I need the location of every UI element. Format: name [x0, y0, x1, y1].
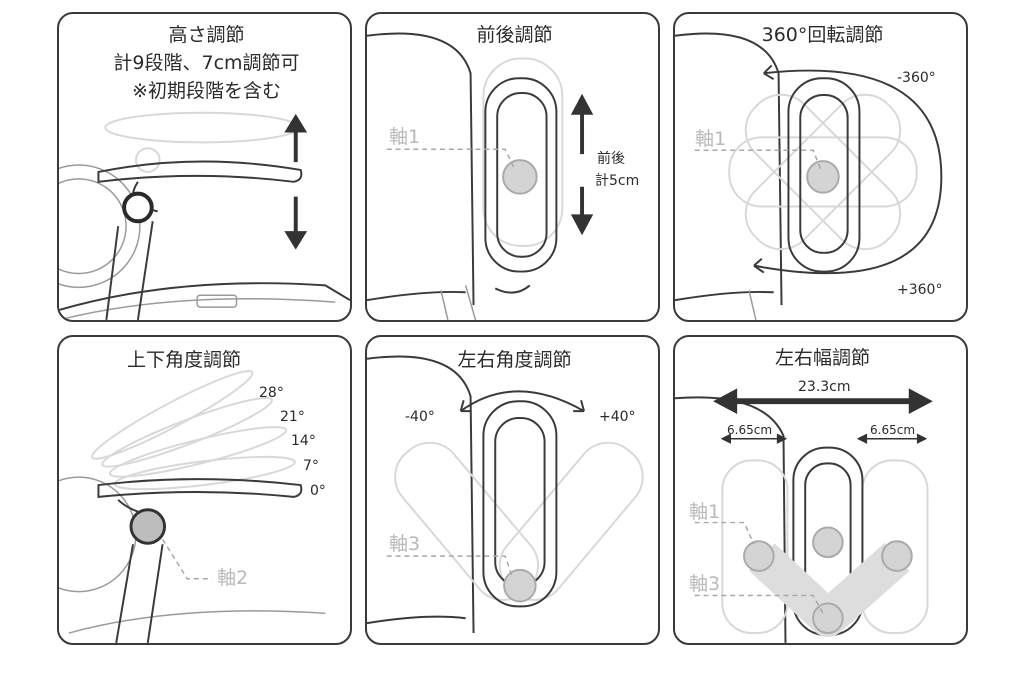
panel-title: 360°回転調節 — [761, 24, 884, 46]
tilt-angle-7: 7° — [303, 458, 319, 474]
tilt-angle-21: 21° — [280, 409, 305, 425]
panel-front-back-adjust: 前後調節 軸1 前後 計5cm — [365, 12, 660, 322]
panel-title: 左右幅調節 — [774, 347, 870, 369]
tilt-angle-0: 0° — [310, 483, 326, 499]
panel-title: 前後調節 — [476, 24, 553, 46]
rotation-diagram — [675, 32, 943, 320]
rotation-minus-label: -360° — [897, 70, 936, 86]
tilt-diagram — [59, 370, 326, 643]
height-spec-text: 計9段階、7cm調節可 — [113, 52, 300, 74]
left-right-angle-diagram — [367, 355, 644, 634]
total-width-label: 23.3cm — [798, 379, 851, 395]
panel-tilt-adjust: 上下角度調節 28° 21° 14° 7° 0° 軸2 — [57, 335, 352, 645]
width-diagram — [675, 388, 933, 643]
axis-label-3: 軸3 — [689, 573, 721, 595]
panel-width-adjust: 左右幅調節 23.3cm 6.65cm 6.65cm 軸1 軸3 — [673, 335, 968, 645]
height-note-text: ※初期段階を含む — [132, 80, 281, 102]
panel-title: 高さ調節 — [168, 24, 245, 46]
axis-label: 軸2 — [217, 567, 249, 589]
range-value: 計5cm — [595, 173, 640, 189]
axis-label: 軸1 — [389, 126, 421, 148]
range-label: 前後 — [597, 151, 625, 167]
tilt-angle-28: 28° — [259, 385, 284, 401]
axis-label: 軸3 — [389, 533, 421, 555]
front-back-diagram — [367, 32, 594, 320]
axis-label-1: 軸1 — [689, 501, 721, 523]
axis-label: 軸1 — [695, 128, 727, 150]
tilt-angle-14: 14° — [291, 433, 316, 449]
panel-title: 上下角度調節 — [127, 349, 242, 371]
panel-left-right-angle-adjust: 左右角度調節 -40° +40° 軸3 — [365, 335, 660, 645]
angle-minus-label: -40° — [405, 409, 435, 425]
panel-rotation-adjust: 360°回転調節 軸1 -360° +360° — [673, 12, 968, 322]
rotation-plus-label: +360° — [897, 282, 943, 298]
angle-plus-label: +40° — [599, 409, 636, 425]
right-offset-label: 6.65cm — [870, 423, 916, 437]
panel-title: 左右角度調節 — [457, 349, 572, 371]
panel-height-adjust: 高さ調節 計9段階、7cm調節可 ※初期段階を含む — [57, 12, 352, 322]
left-offset-label: 6.65cm — [727, 423, 773, 437]
height-diagram — [59, 111, 350, 320]
